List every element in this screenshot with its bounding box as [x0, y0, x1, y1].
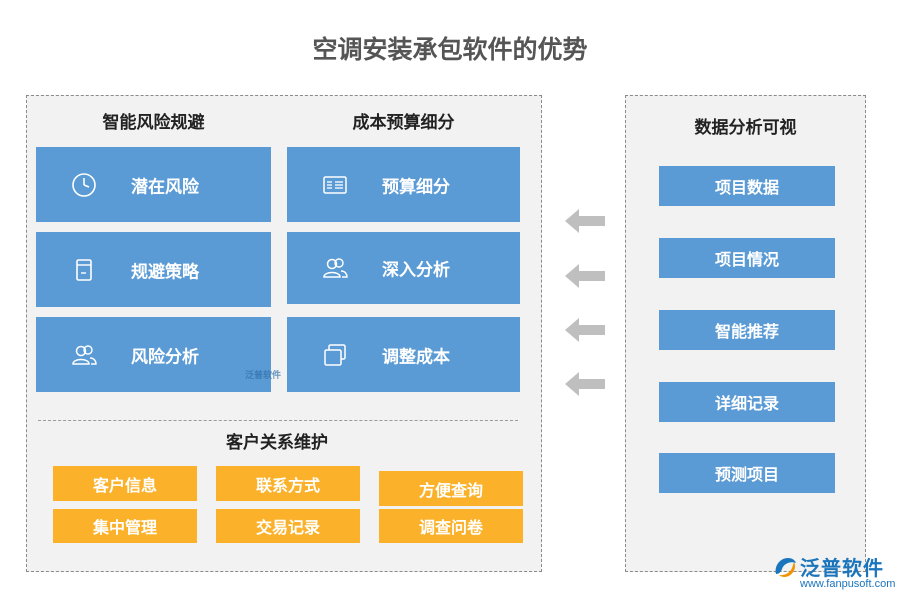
arrow-left-icon: [565, 318, 605, 342]
tile-label: 风险分析: [131, 347, 199, 367]
easy-query-box: 方便查询: [379, 471, 523, 506]
customer-info-box: 客户信息: [53, 466, 197, 501]
risk-section-title: 智能风险规避: [102, 113, 205, 133]
budget-tile-breakdown: 预算细分: [287, 147, 520, 222]
arrow-left-icon: [565, 372, 605, 396]
watermark: 泛普软件: [245, 371, 282, 381]
risk-tile-potential: 潜在风险: [36, 147, 271, 222]
logo-name: 泛普软件: [800, 556, 884, 580]
brand-logo: 泛普软件 www.fanpusoft.com: [770, 550, 898, 598]
smart-recommend-box: 智能推荐: [659, 310, 835, 350]
risk-tile-analysis: 风险分析: [36, 317, 271, 392]
tile-label: 预算细分: [382, 177, 450, 197]
budget-section-title: 成本预算细分: [352, 113, 455, 133]
forecast-project-box: 预测项目: [659, 453, 835, 493]
logo-url: www.fanpusoft.com: [800, 578, 896, 590]
users-icon: [72, 344, 97, 365]
customer-section-title: 客户关系维护: [226, 433, 328, 453]
project-status-box: 项目情况: [659, 238, 835, 278]
transaction-record-box: 交易记录: [216, 509, 360, 543]
survey-box: 调查问卷: [379, 509, 523, 543]
tile-label: 深入分析: [382, 260, 450, 281]
arrow-left-icon: [565, 264, 605, 288]
logo-mark-icon: [775, 558, 796, 577]
windows-icon: [324, 343, 346, 366]
budget-tile-deep-analysis: 深入分析: [287, 232, 520, 304]
detailed-record-box: 详细记录: [659, 382, 835, 422]
tile-label: 规避策略: [131, 262, 199, 282]
list-icon: [323, 175, 347, 194]
arrow-left-icon: [565, 209, 605, 233]
risk-tile-strategy: 规避策略: [36, 232, 271, 307]
tile-label: 潜在风险: [131, 177, 199, 197]
centralized-management-box: 集中管理: [53, 509, 197, 543]
data-analysis-title: 数据分析可视: [694, 118, 797, 138]
clock-icon: [72, 172, 96, 197]
contact-method-box: 联系方式: [216, 466, 360, 501]
diagram-title: 空调安装承包软件的优势: [312, 35, 588, 64]
tile-label: 调整成本: [382, 347, 450, 367]
users-icon: [323, 258, 348, 278]
budget-tile-adjust-cost: 调整成本: [287, 317, 520, 392]
section-divider: [38, 420, 518, 421]
project-data-box: 项目数据: [659, 166, 835, 206]
document-icon: [76, 258, 92, 281]
